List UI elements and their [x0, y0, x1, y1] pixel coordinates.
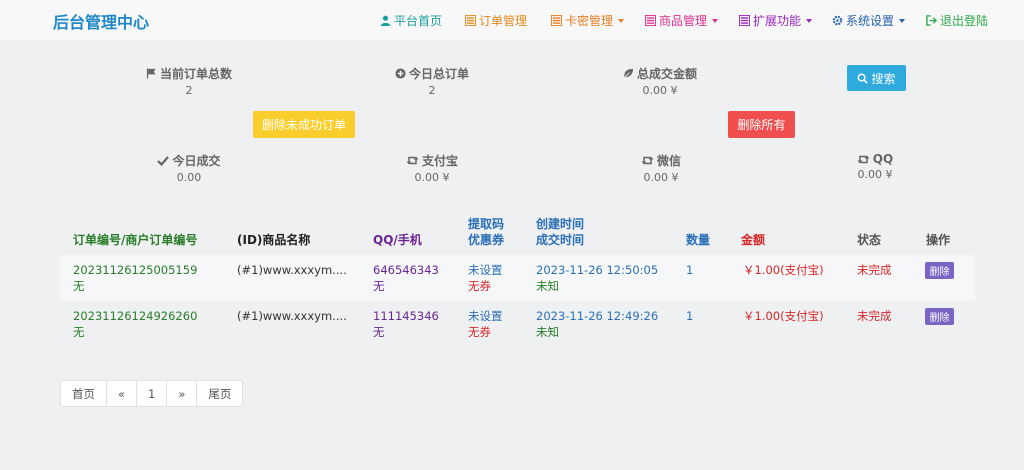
- qq-phone-cell: 111145346 无: [373, 309, 439, 339]
- header-coupon: 优惠券: [468, 233, 505, 247]
- stat-wechat-value: 0.00 ¥: [643, 171, 679, 184]
- nav-products[interactable]: 商品管理: [645, 12, 719, 29]
- brand-title[interactable]: 后台管理中心: [53, 13, 150, 32]
- qty-cell: 1: [686, 309, 694, 323]
- list-icon: [739, 15, 750, 26]
- header-product: (ID)商品名称: [237, 233, 311, 247]
- chevron-down-icon: [618, 18, 625, 23]
- stat-alipay: 支付宝 0.00 ¥: [387, 152, 477, 184]
- order-no-cell: 20231126124926260 无: [73, 309, 198, 339]
- page-prev-link[interactable]: «: [107, 381, 138, 406]
- page-number-link[interactable]: 1: [137, 381, 168, 406]
- order-no-cell: 20231126125005159 无: [73, 263, 198, 293]
- list-icon: [551, 15, 562, 26]
- table-row: 20231126124926260 无 (#1)www.xxxym.... 11…: [60, 301, 975, 347]
- chevron-down-icon: [712, 18, 719, 23]
- stat-today-deal-value: 0.00: [176, 171, 202, 184]
- header-amount: 金额: [741, 233, 766, 247]
- flag-icon: [146, 68, 156, 79]
- status-cell: 未完成: [857, 309, 892, 323]
- search-button[interactable]: 搜索: [847, 65, 906, 91]
- plus-circle-icon: [395, 68, 406, 79]
- header-status: 状态: [857, 233, 882, 247]
- delete-all-button[interactable]: 删除所有: [728, 111, 795, 138]
- list-icon: [645, 15, 656, 26]
- stat-alipay-value: 0.00 ¥: [414, 171, 450, 184]
- amount-cell: ￥1.00(支付宝): [743, 309, 824, 323]
- qq-phone-cell: 646546343 无: [373, 263, 439, 293]
- retweet-icon: [406, 156, 419, 165]
- stat-wechat-label: 微信: [656, 154, 681, 168]
- header-order-no: 订单编号/商户订单编号: [73, 233, 198, 247]
- gear-icon: [832, 15, 843, 26]
- nav-extensions[interactable]: 扩展功能: [739, 12, 813, 29]
- header-action: 操作: [926, 233, 951, 247]
- header-qq-phone: QQ/手机: [373, 233, 422, 247]
- nav-settings-label: 系统设置: [846, 14, 895, 28]
- amount-cell: ￥1.00(支付宝): [743, 263, 824, 277]
- stat-total-amount: 总成交金额 0.00 ¥: [605, 65, 715, 97]
- header-paid: 成交时间: [536, 233, 585, 247]
- nav-settings[interactable]: 系统设置: [832, 12, 906, 29]
- delete-failed-orders-button[interactable]: 删除未成功订单: [253, 111, 355, 138]
- logout-icon: [926, 15, 937, 26]
- code-coupon-cell: 未设置 无券: [468, 263, 503, 293]
- stat-total-orders-label: 当前订单总数: [159, 67, 232, 81]
- status-cell: 未完成: [857, 263, 892, 277]
- page-last-link[interactable]: 尾页: [208, 386, 232, 401]
- product-cell: (#1)www.xxxym....: [237, 263, 347, 277]
- stat-qq-label: QQ: [872, 152, 894, 166]
- stat-today-orders: 今日总订单 2: [377, 65, 487, 97]
- stat-total-orders: 当前订单总数 2: [129, 65, 249, 97]
- stat-today-orders-label: 今日总订单: [408, 67, 469, 81]
- qty-cell: 1: [686, 263, 694, 277]
- nav-home-label: 平台首页: [394, 14, 443, 28]
- leaf-icon: [623, 68, 634, 79]
- header-qty: 数量: [686, 233, 711, 247]
- stat-alipay-label: 支付宝: [421, 154, 458, 168]
- search-icon: [858, 73, 869, 84]
- time-cell: 2023-11-26 12:49:26 未知: [536, 309, 659, 339]
- pagination: 首页 « 1 » 尾页: [60, 380, 244, 407]
- chevron-down-icon: [899, 18, 906, 23]
- row-delete-button[interactable]: 删除: [925, 262, 954, 279]
- nav-cards-label: 卡密管理: [565, 14, 614, 28]
- stat-today-orders-value: 2: [428, 84, 436, 97]
- stat-wechat: 微信 0.00 ¥: [616, 152, 706, 184]
- nav-orders[interactable]: 订单管理: [465, 12, 527, 29]
- retweet-icon: [641, 156, 654, 165]
- list-icon: [465, 15, 476, 26]
- table-row: 20231126125005159 无 (#1)www.xxxym.... 64…: [60, 255, 975, 301]
- product-cell: (#1)www.xxxym....: [237, 309, 347, 323]
- row-delete-button[interactable]: 删除: [925, 308, 954, 325]
- user-icon: [380, 15, 391, 26]
- stat-today-deal-label: 今日成交: [172, 154, 221, 168]
- stat-today-deal: 今日成交 0.00: [144, 152, 234, 184]
- nav-home[interactable]: 平台首页: [380, 12, 442, 29]
- stat-qq: QQ 0.00 ¥: [835, 152, 915, 181]
- header-code: 提取码: [468, 217, 505, 231]
- stat-total-amount-value: 0.00 ¥: [642, 84, 678, 97]
- page-first-link[interactable]: 首页: [61, 381, 107, 406]
- stat-qq-value: 0.00 ¥: [857, 168, 893, 181]
- code-coupon-cell: 未设置 无券: [468, 309, 503, 339]
- nav-logout-label: 退出登陆: [940, 14, 989, 28]
- stat-total-orders-value: 2: [185, 84, 193, 97]
- retweet-icon: [857, 155, 870, 163]
- top-navbar: 后台管理中心 平台首页 订单管理 卡密管理 商品管理 扩展功能 系统设置 退出登…: [0, 0, 1024, 40]
- time-cell: 2023-11-26 12:50:05 未知: [536, 263, 659, 293]
- page-next-link[interactable]: »: [167, 381, 198, 406]
- header-created: 创建时间: [536, 217, 585, 231]
- search-button-label: 搜索: [871, 71, 896, 86]
- nav-extensions-label: 扩展功能: [753, 14, 802, 28]
- nav-products-label: 商品管理: [659, 14, 708, 28]
- nav-logout[interactable]: 退出登陆: [926, 12, 988, 29]
- nav-orders-label: 订单管理: [479, 14, 528, 28]
- check-icon: [157, 156, 170, 166]
- chevron-down-icon: [806, 18, 813, 23]
- nav-cards[interactable]: 卡密管理: [551, 12, 625, 29]
- stat-total-amount-label: 总成交金额: [636, 67, 697, 81]
